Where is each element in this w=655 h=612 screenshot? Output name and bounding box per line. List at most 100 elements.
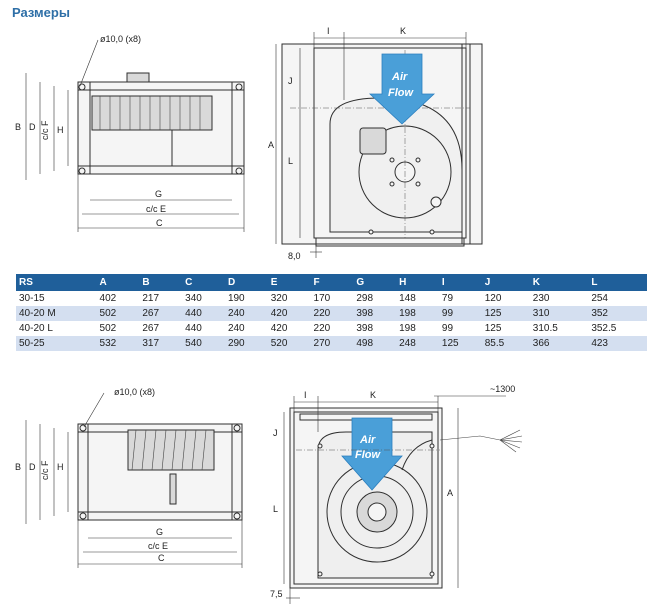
table-cell: 217 — [142, 293, 160, 304]
table-row: 40-20 M 502 267 440 240 420 220 398 198 … — [16, 306, 647, 321]
table-cell: 125 — [481, 306, 530, 321]
table-cell: 148 — [399, 293, 416, 304]
table-cell: 240 — [227, 323, 245, 334]
table-cell: 366 — [529, 336, 589, 351]
table-row: 50-25 532 317 540 290 520 270 498 248 12… — [16, 336, 647, 351]
top-airflow-label-1: Air — [391, 71, 408, 83]
table-cell: 440 — [185, 323, 202, 334]
table-cell: 85.5 — [481, 336, 530, 351]
bottom-dim-a: A — [447, 488, 453, 498]
top-hole-note: ø10,0 (x8) — [100, 34, 141, 44]
table-cell: 540 — [182, 336, 225, 351]
dimensions-table: RS A B C D E F G H I J K L 30-15 402 217… — [16, 274, 647, 351]
bottom-airflow-arrow — [341, 417, 403, 491]
table-cell: 402 — [99, 293, 117, 304]
top-dim-e: c/c E — [146, 204, 166, 214]
table-cell: 310.5 — [532, 323, 558, 334]
table-cell: 170 — [313, 293, 331, 304]
top-dim-a: A — [268, 140, 274, 150]
bottom-dim-b: B — [15, 462, 21, 472]
table-cell: 270 — [310, 336, 354, 351]
table-cell: 248 — [396, 336, 439, 351]
bottom-dim-j: J — [273, 428, 278, 438]
table-cell: 99 — [441, 323, 454, 334]
table-cell: 267 — [139, 306, 183, 321]
table-cell: 79 — [441, 293, 454, 304]
table-cell: 40-20 M — [16, 306, 97, 321]
table-cell: 420 — [267, 306, 311, 321]
table-header-cell: H — [396, 274, 439, 291]
table-header-cell: G — [353, 274, 397, 291]
bottom-dim-e: c/c E — [148, 541, 168, 551]
top-dim-j: J — [288, 76, 293, 86]
table-cell: 125 — [438, 336, 482, 351]
table-cell: 230 — [532, 293, 550, 304]
table-cell: 498 — [353, 336, 397, 351]
table-cell: 125 — [484, 323, 502, 334]
table-cell: 502 — [96, 306, 140, 321]
top-dim-b: B — [15, 122, 21, 132]
bottom-airflow-label-2: Flow — [355, 449, 381, 461]
table-cell: 352 — [588, 306, 647, 321]
table-header-cell: F — [310, 274, 354, 291]
table-cell: 220 — [310, 306, 354, 321]
bottom-front-view: ~1300 Air Flow I K J A L 7,5 — [270, 384, 523, 604]
bottom-dim-k: K — [370, 390, 376, 400]
table-cell: 420 — [270, 323, 288, 334]
table-cell: 317 — [139, 336, 183, 351]
table-cell: 398 — [353, 306, 397, 321]
top-dim-g: G — [155, 189, 162, 199]
table-cell: 190 — [227, 293, 245, 304]
table-header-cell: J — [481, 274, 530, 291]
table-cell: 40-20 L — [19, 323, 53, 334]
table-header-cell: I — [438, 274, 482, 291]
top-dim-8: 8,0 — [288, 251, 301, 261]
bottom-dim-h: H — [57, 462, 64, 472]
bottom-dim-l: L — [273, 504, 278, 514]
table-cell: 254 — [591, 293, 608, 304]
top-dim-c: C — [156, 218, 163, 228]
bottom-side-view: ø10,0 (x8) B D H c/c F G c/c E C — [15, 387, 243, 568]
bottom-drawing: ø10,0 (x8) B D H c/c F G c/c E C — [15, 384, 523, 604]
table-cell: 440 — [182, 306, 225, 321]
table-cell: 198 — [396, 306, 439, 321]
bottom-hole-note: ø10,0 (x8) — [114, 387, 155, 397]
table-cell: 267 — [142, 323, 160, 334]
top-dim-h: H — [57, 125, 64, 135]
bottom-dim-cable: ~1300 — [490, 384, 515, 394]
top-airflow-arrow — [368, 53, 436, 125]
table-header-cell: C — [182, 274, 225, 291]
bottom-dim-d: D — [29, 462, 36, 472]
top-dim-k: K — [400, 26, 406, 36]
table-cell: 352.5 — [591, 323, 617, 334]
table-cell: 298 — [356, 293, 374, 304]
top-dim-f: c/c F — [40, 120, 50, 140]
bottom-dim-i: I — [304, 390, 307, 400]
top-drawing: ø10,0 (x8) B D H c/c F G c/c E C — [15, 26, 483, 261]
table-header-cell: K — [529, 274, 589, 291]
table-cell: 198 — [399, 323, 416, 334]
table-header-cell: D — [224, 274, 268, 291]
top-dim-d: D — [29, 122, 36, 132]
table-cell: 99 — [438, 306, 482, 321]
table-cell: 520 — [267, 336, 311, 351]
table-cell: 398 — [356, 323, 374, 334]
table-cell: 502 — [99, 323, 117, 334]
table-header-cell: RS — [16, 274, 97, 291]
top-dim-i: I — [327, 26, 330, 36]
table-cell: 220 — [313, 323, 331, 334]
bottom-dim-f: c/c F — [40, 460, 50, 480]
top-front-view: Air Flow I K J A L 8,0 — [268, 26, 483, 261]
top-dim-l: L — [288, 156, 293, 166]
bottom-dim-c: C — [158, 553, 165, 563]
table-row: 40-20 L 502 267 440 240 420 220 398 198 … — [16, 321, 647, 336]
table-cell: 290 — [224, 336, 268, 351]
table-cell: 320 — [270, 293, 288, 304]
table-row: 30-15 402 217 340 190 320 170 298 148 79… — [16, 291, 647, 306]
table-header-row: RS A B C D E F G H I J K L — [16, 274, 647, 291]
bottom-dim-g: G — [156, 527, 163, 537]
bottom-airflow-label-1: Air — [359, 434, 376, 446]
table-cell: 30-15 — [19, 293, 45, 304]
table-cell: 310 — [529, 306, 589, 321]
table-cell: 340 — [185, 293, 202, 304]
